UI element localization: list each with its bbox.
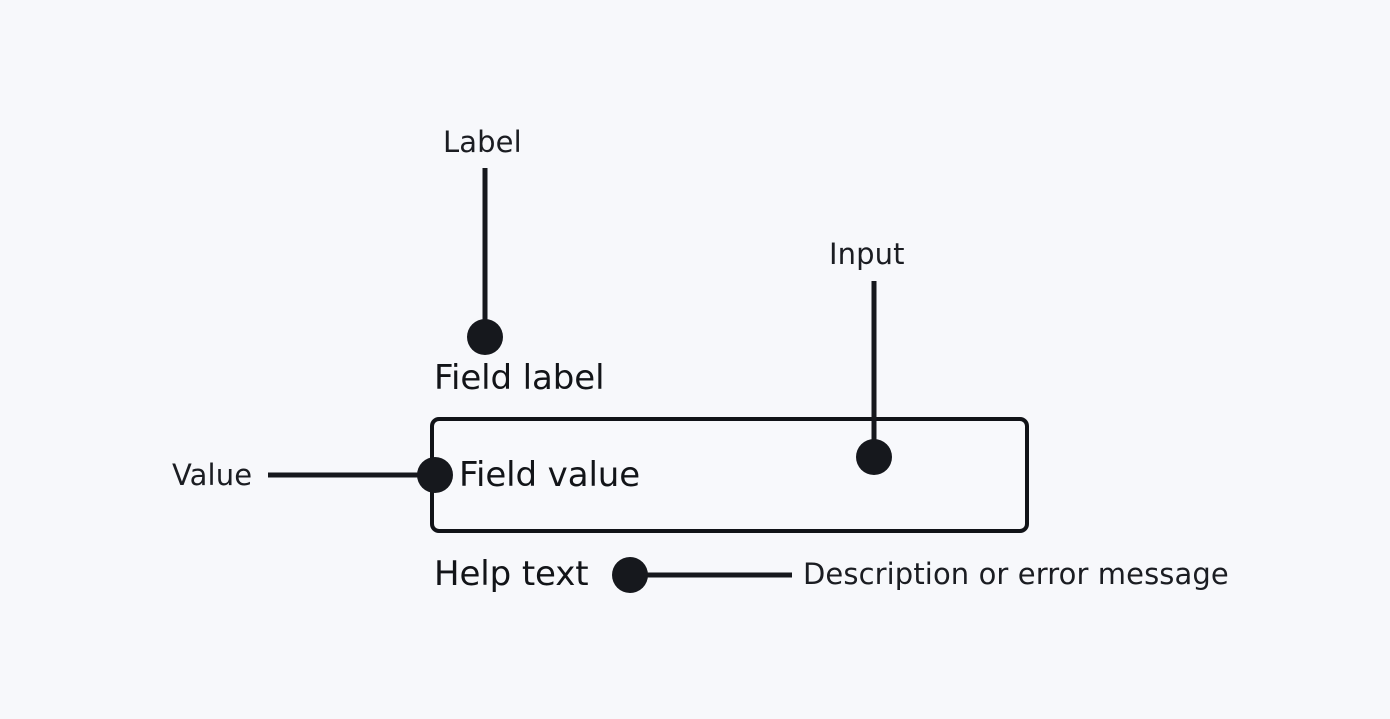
- anchor-dot-input[interactable]: [856, 439, 892, 475]
- anchor-dot-help-text[interactable]: [612, 557, 648, 593]
- callout-label-value: Value: [172, 458, 253, 492]
- anchor-dot-label[interactable]: [467, 319, 503, 355]
- callout-label-description: Description or error message: [803, 557, 1229, 591]
- callout-label-input: Input: [829, 237, 905, 271]
- field-help-text: Help text: [434, 554, 589, 594]
- callout-label-label: Label: [443, 125, 522, 159]
- field-value[interactable]: Field value: [459, 455, 641, 495]
- anchor-dot-value[interactable]: [417, 457, 453, 493]
- field-label: Field label: [434, 358, 605, 398]
